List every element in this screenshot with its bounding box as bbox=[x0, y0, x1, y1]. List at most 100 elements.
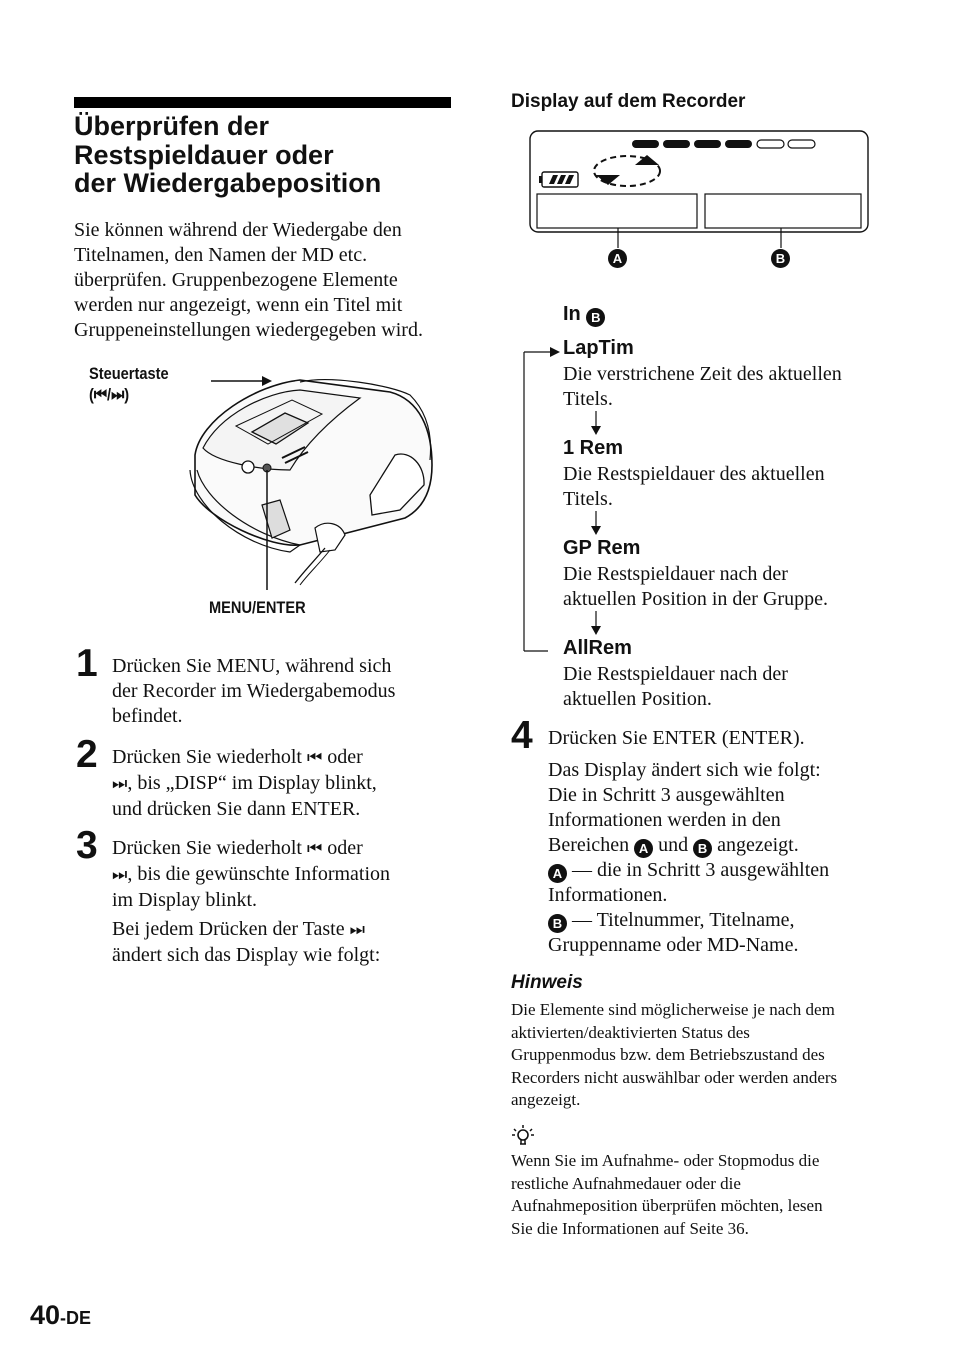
area-b-label: B bbox=[771, 248, 790, 268]
laptim-heading: LapTim bbox=[563, 337, 634, 359]
next-track-icon: ⏭ bbox=[112, 774, 128, 794]
tip-line: Aufnahmeposition überprüfen möchten, les… bbox=[511, 1196, 823, 1215]
step-number: 2 bbox=[76, 733, 98, 776]
step-4-text: Drücken Sie ENTER (ENTER). bbox=[548, 727, 805, 749]
step-3-subtext: Bei jedem Drücken der Taste ⏭ ändert sic… bbox=[112, 917, 457, 968]
step-number: 1 bbox=[76, 642, 98, 685]
intro-line: überprüfen. Gruppenbezogene Elemente bbox=[74, 269, 398, 291]
step-line-part: Bei jedem Drücken der Taste bbox=[112, 918, 350, 940]
desc-line: Titels. bbox=[563, 388, 613, 410]
title-line: Überprüfen der bbox=[74, 111, 270, 141]
step-4-subtext: Das Display ändert sich wie folgt: Die i… bbox=[548, 758, 888, 958]
1rem-description: Die Restspieldauer des aktuellen Titels. bbox=[563, 462, 893, 512]
lightbulb-icon-graphic bbox=[512, 1125, 534, 1145]
step-line-part: oder bbox=[322, 746, 363, 768]
step-line: Das Display ändert sich wie folgt: bbox=[548, 759, 821, 781]
desc-line: Titels. bbox=[563, 488, 613, 510]
area-b-badge: B bbox=[693, 839, 713, 858]
intro-paragraph: Sie können während der Wiedergabe den Ti… bbox=[74, 218, 459, 343]
gprem-heading: GP Rem bbox=[563, 537, 641, 559]
page-title: Überprüfen der Restspieldauer oder der W… bbox=[74, 112, 464, 198]
1rem-heading: 1 Rem bbox=[563, 437, 624, 459]
title-line: Restspieldauer oder bbox=[74, 139, 334, 170]
intro-line: Sie können während der Wiedergabe den bbox=[74, 219, 402, 241]
desc-line: Die verstrichene Zeit des aktuellen bbox=[563, 363, 842, 385]
note-text: Die Elemente sind möglicherweise je nach… bbox=[511, 999, 891, 1112]
area-a-badge: A bbox=[608, 249, 627, 268]
step-line-part: Drücken Sie wiederholt bbox=[112, 837, 307, 859]
step-line: der Recorder im Wiedergabemodus bbox=[112, 680, 396, 702]
area-a-label: A bbox=[608, 248, 627, 268]
callout-label: Steuertaste bbox=[89, 364, 169, 383]
page-number: 40-DE bbox=[30, 1300, 91, 1331]
display-heading: Display auf dem Recorder bbox=[511, 91, 746, 112]
step-line-part: oder bbox=[322, 837, 363, 859]
intro-line: werden nur angezeigt, wenn ein Titel mit bbox=[74, 294, 403, 316]
desc-line: Die Restspieldauer nach der bbox=[563, 663, 788, 685]
in-label: In bbox=[563, 303, 587, 325]
in-area-b-heading: In B bbox=[563, 303, 606, 327]
step-line-part: , bis „DISP“ im Display blinkt, bbox=[127, 772, 377, 794]
note-line: Die Elemente sind möglicherweise je nach… bbox=[511, 1000, 835, 1019]
step-line: Drücken Sie wiederholt ⏮ oder bbox=[112, 836, 457, 862]
step-line-part: , bis die gewünschte Information bbox=[127, 863, 391, 885]
step-line: Drücken Sie MENU, während sich bbox=[112, 655, 392, 677]
area-b-badge: B bbox=[771, 249, 790, 268]
step-line: ändert sich das Display wie folgt: bbox=[112, 944, 381, 966]
area-b-badge: B bbox=[586, 308, 606, 327]
step-line: im Display blinkt. bbox=[112, 889, 257, 911]
step-number: 4 bbox=[511, 714, 533, 757]
allrem-heading: AllRem bbox=[563, 637, 632, 659]
allrem-description: Die Restspieldauer nach der aktuellen Po… bbox=[563, 662, 893, 712]
tip-text: Wenn Sie im Aufnahme- oder Stopmodus die… bbox=[511, 1150, 891, 1240]
step-line: Gruppenname oder MD-Name. bbox=[548, 934, 799, 956]
step-line: Informationen. bbox=[548, 884, 668, 906]
step-1-text: Drücken Sie MENU, während sich der Recor… bbox=[112, 654, 457, 729]
step-line-part: und bbox=[653, 834, 694, 856]
next-track-icon: ⏭ bbox=[349, 920, 365, 940]
step-line: und drücken Sie dann ENTER. bbox=[112, 798, 361, 820]
area-a-badge: A bbox=[634, 839, 654, 858]
tip-line: Wenn Sie im Aufnahme- oder Stopmodus die bbox=[511, 1151, 820, 1170]
note-line: angezeigt. bbox=[511, 1090, 581, 1109]
note-line: aktivierten/deaktivierten Status des bbox=[511, 1022, 750, 1042]
tip-line: Sie die Informationen auf Seite 36. bbox=[511, 1218, 749, 1238]
desc-line: aktuellen Position in der Gruppe. bbox=[563, 588, 828, 610]
note-line: Recorders nicht auswählbar oder werden a… bbox=[511, 1067, 838, 1087]
previous-track-icon: ⏮ bbox=[306, 839, 323, 859]
note-line: Gruppenmodus bzw. dem Betriebszustand de… bbox=[511, 1045, 825, 1064]
step-line: Die in Schritt 3 ausgewählten bbox=[548, 784, 785, 806]
step-number: 3 bbox=[76, 824, 98, 867]
area-a-badge: A bbox=[548, 864, 567, 883]
step-line-part: — die in Schritt 3 ausgewählten bbox=[567, 859, 830, 881]
page-number-suffix: -DE bbox=[60, 1308, 92, 1328]
desc-line: Die Restspieldauer nach der bbox=[563, 563, 788, 585]
intro-line: Gruppeneinstellungen wiedergegeben wird. bbox=[74, 319, 423, 341]
title-line: der Wiedergabeposition bbox=[74, 168, 382, 198]
step-2-text: Drücken Sie wiederholt ⏮ oder ⏭, bis „DI… bbox=[112, 745, 457, 822]
desc-line: Die Restspieldauer des aktuellen bbox=[563, 463, 825, 485]
step-line: Drücken Sie wiederholt ⏮ oder bbox=[112, 745, 457, 771]
callout-label: (⏮/⏭) bbox=[89, 385, 130, 404]
step-line: B — Titelnummer, Titelname, bbox=[548, 908, 888, 933]
step-line: Bei jedem Drücken der Taste ⏭ bbox=[112, 917, 457, 943]
laptim-description: Die verstrichene Zeit des aktuellen Tite… bbox=[563, 362, 893, 412]
area-b-badge: B bbox=[548, 914, 567, 933]
step-line-part: angezeigt. bbox=[712, 834, 799, 856]
tip-line: restliche Aufnahmedauer oder die bbox=[511, 1173, 741, 1193]
next-track-icon: ⏭ bbox=[112, 865, 128, 885]
step-line: Bereichen A und B angezeigt. bbox=[548, 833, 888, 858]
intro-line: Titelnamen, den Namen der MD etc. bbox=[74, 244, 368, 266]
note-heading: Hinweis bbox=[511, 972, 583, 993]
lightbulb-icon bbox=[511, 1124, 535, 1153]
step-line: A — die in Schritt 3 ausgewählten bbox=[548, 858, 888, 883]
step-line-part: Bereichen bbox=[548, 834, 635, 856]
steuertaste-callout: Steuertaste (⏮/⏭) bbox=[89, 363, 169, 405]
step-line: Informationen werden in den bbox=[548, 809, 781, 831]
step-line: ⏭, bis „DISP“ im Display blinkt, bbox=[112, 771, 457, 797]
title-rule bbox=[74, 97, 451, 108]
step-line: ⏭, bis die gewünschte Information bbox=[112, 862, 457, 888]
page-number-value: 40 bbox=[30, 1300, 61, 1330]
